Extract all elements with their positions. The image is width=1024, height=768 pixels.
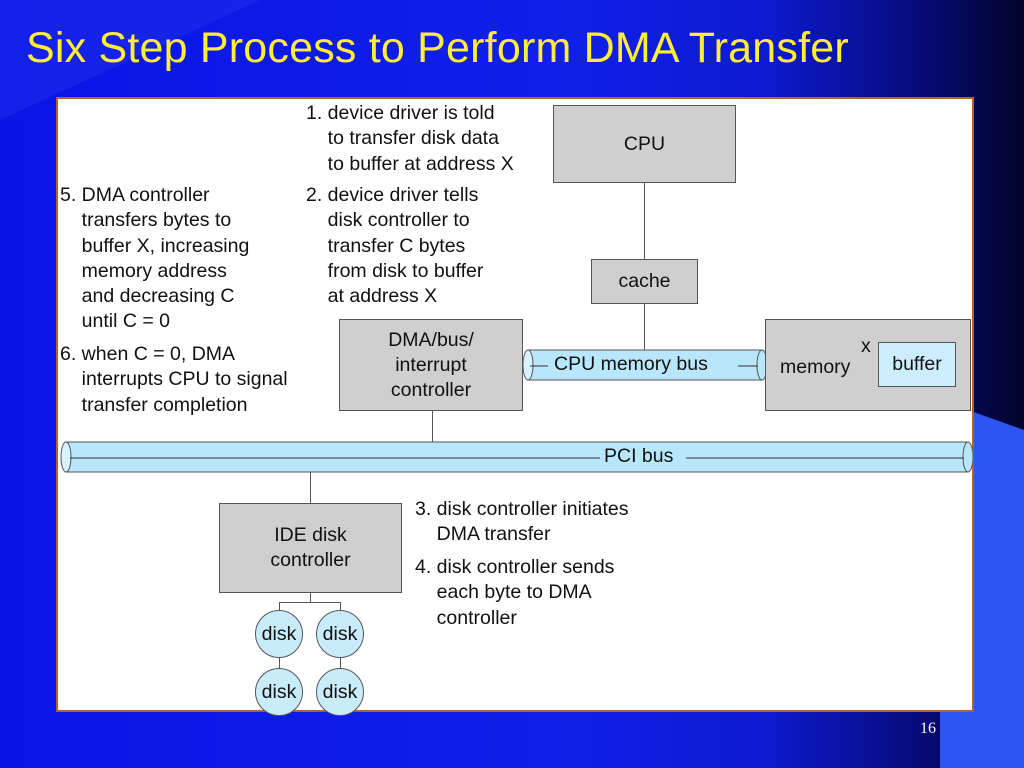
ide-disk-trunk [310,593,311,603]
disk-right-line [340,602,341,612]
disk-4: disk [316,668,364,716]
disk-left-line [279,602,280,612]
page-number: 16 [920,720,936,737]
disk-2: disk [316,610,364,658]
cpu-memory-bus-label: CPU memory bus [554,353,708,375]
pci-bus [60,441,974,473]
ide-pci-line [310,471,311,503]
step-6-note: 6. when C = 0, DMA interrupts CPU to sig… [60,343,288,416]
cpu-box: CPU [553,105,736,183]
disk-3: disk [255,668,303,716]
ide-disk-controller-box: IDE disk controller [219,503,402,593]
buffer-address-label: x [861,335,871,357]
cache-box: cache [591,259,698,304]
disk-1: disk [255,610,303,658]
dma-pci-line [432,411,433,457]
disk-right-stack-line [340,658,341,670]
pci-bus-label: PCI bus [604,445,674,467]
disk-branch-line [279,602,341,603]
cpu-memory-bus [522,349,768,381]
step-1-note: 1. device driver is told to transfer dis… [306,102,514,175]
step-3-note: 3. disk controller initiates DMA transfe… [415,498,629,546]
cpu-cache-line [644,183,645,261]
disk-left-stack-line [279,658,280,670]
cache-bus-line [644,303,645,355]
step-2-note: 2. device driver tells disk controller t… [306,184,484,308]
buffer-box: buffer [878,342,956,387]
diagram-panel: CPU memory bus PCI bus CPU cache DMA/bus… [56,97,974,716]
step-5-note: 5. DMA controller transfers bytes to buf… [60,184,250,333]
step-4-note: 4. disk controller sends each byte to DM… [415,556,615,629]
dma-controller-box: DMA/bus/ interrupt controller [339,319,523,411]
memory-label: memory [780,355,851,378]
slide-title: Six Step Process to Perform DMA Transfer [26,24,849,72]
